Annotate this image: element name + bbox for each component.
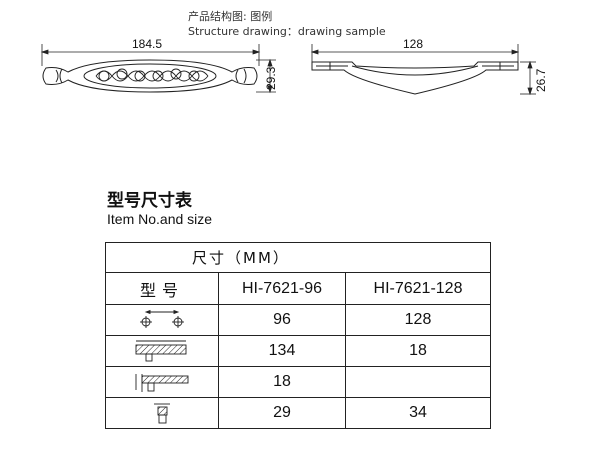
row-value: 29 bbox=[218, 397, 346, 429]
handle-thickness-icon bbox=[154, 403, 170, 424]
table-caption-cell: 尺寸（MM） bbox=[104, 242, 492, 273]
side-view-handle bbox=[311, 61, 519, 95]
section-title-chinese: 型号尺寸表 bbox=[107, 191, 192, 211]
header-model-1: HI-7621-96 bbox=[218, 272, 346, 305]
caption-english: Structure drawing：drawing sample bbox=[188, 25, 386, 38]
side-width-dimension bbox=[310, 44, 520, 66]
table-caption: 尺寸（MM） bbox=[192, 249, 290, 267]
row-value: 128 bbox=[344, 304, 492, 336]
front-width-label: 184.5 bbox=[132, 37, 162, 51]
table-header-row: 型号 HI-7621-96 HI-7621-128 bbox=[105, 272, 492, 305]
side-height-dimension bbox=[520, 60, 536, 96]
table-row: 96 128 bbox=[105, 304, 492, 336]
row-value: 96 bbox=[218, 304, 346, 336]
row-value: 34 bbox=[344, 397, 492, 429]
row-value: 18 bbox=[218, 366, 346, 398]
table-row: 29 34 bbox=[105, 397, 492, 429]
table-row: 18 bbox=[105, 366, 492, 398]
row-icon-cell bbox=[105, 397, 219, 429]
front-width-dimension bbox=[40, 44, 261, 66]
row-icon-cell bbox=[105, 366, 219, 398]
side-width-label: 128 bbox=[403, 37, 423, 51]
hole-spacing-icon bbox=[140, 309, 184, 328]
size-table: 尺寸（MM） 型号 HI-7621-96 HI-7621-128 96 128 … bbox=[104, 242, 492, 429]
row-value: 134 bbox=[218, 335, 346, 367]
row-value bbox=[344, 366, 492, 398]
table-row: 134 18 bbox=[105, 335, 492, 367]
section-title-english: Item No.and size bbox=[107, 211, 213, 227]
row-value: 18 bbox=[344, 335, 492, 367]
handle-projection-icon bbox=[135, 374, 189, 392]
caption-chinese: 产品结构图: 图例 bbox=[188, 10, 273, 23]
technical-drawings: 184.5 29.3 128 bbox=[40, 37, 548, 96]
front-view-handle bbox=[42, 59, 258, 93]
header-model-2: HI-7621-128 bbox=[344, 272, 492, 305]
header-model-label: 型号 bbox=[105, 272, 219, 305]
row-icon-cell bbox=[105, 335, 219, 367]
front-height-label: 29.3 bbox=[264, 66, 278, 90]
row-icon-cell bbox=[105, 304, 219, 336]
side-height-label: 26.7 bbox=[534, 68, 548, 92]
front-height-dimension bbox=[256, 58, 276, 94]
handle-length-icon bbox=[135, 340, 187, 362]
